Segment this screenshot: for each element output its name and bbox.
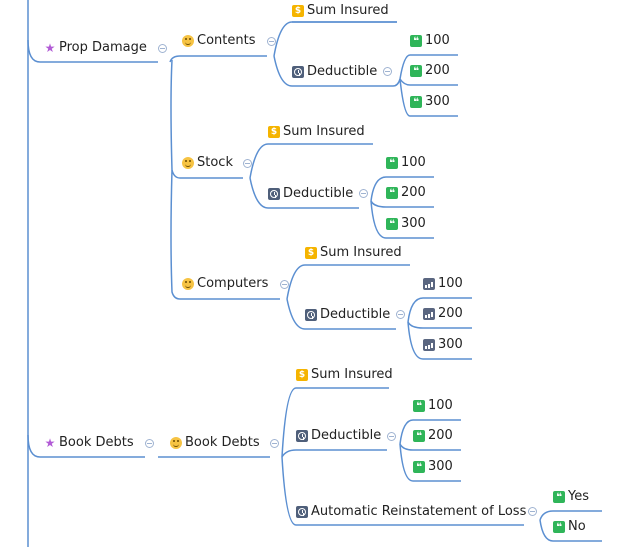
node-book-debts-200[interactable]: ❝ 200 xyxy=(413,428,453,444)
collapse-toggle[interactable] xyxy=(396,310,405,319)
node-computers-100[interactable]: 100 xyxy=(423,276,463,292)
quote-icon: ❝ xyxy=(386,218,398,230)
smiley-icon xyxy=(182,157,194,169)
collapse-toggle[interactable] xyxy=(267,37,276,46)
quote-icon: ❝ xyxy=(410,65,422,77)
node-contents-deductible[interactable]: Deductible xyxy=(292,64,377,80)
node-book-debts-root[interactable]: ★ Book Debts xyxy=(44,435,134,450)
clock-icon xyxy=(296,506,308,518)
node-book-debts-deductible[interactable]: Deductible xyxy=(296,428,381,444)
quote-icon: ❝ xyxy=(410,96,422,108)
clock-icon xyxy=(292,66,304,78)
collapse-toggle[interactable] xyxy=(359,189,368,198)
node-stock-sum-insured[interactable]: $ Sum Insured xyxy=(268,124,365,140)
quote-icon: ❝ xyxy=(553,521,565,533)
node-computers-200[interactable]: 200 xyxy=(423,306,463,322)
node-book-debts[interactable]: Book Debts xyxy=(170,435,260,451)
node-computers-sum-insured[interactable]: $ Sum Insured xyxy=(305,245,402,261)
smiley-icon xyxy=(170,437,182,449)
clock-icon xyxy=(296,430,308,442)
quote-icon: ❝ xyxy=(413,461,425,473)
node-prop-damage[interactable]: ★ Prop Damage xyxy=(44,40,147,55)
node-book-debts-300[interactable]: ❝ 300 xyxy=(413,459,453,475)
node-reinstatement-no[interactable]: ❝ No xyxy=(553,519,586,535)
node-stock-100[interactable]: ❝ 100 xyxy=(386,155,426,171)
quote-icon: ❝ xyxy=(553,491,565,503)
star-icon: ★ xyxy=(44,41,56,55)
collapse-toggle[interactable] xyxy=(528,507,537,516)
node-stock-200[interactable]: ❝ 200 xyxy=(386,185,426,201)
node-automatic-reinstatement[interactable]: Automatic Reinstatement of Loss xyxy=(296,504,526,520)
node-computers-deductible[interactable]: Deductible xyxy=(305,307,390,323)
node-computers[interactable]: Computers xyxy=(182,276,268,292)
star-icon: ★ xyxy=(44,436,56,450)
smiley-icon xyxy=(182,278,194,290)
node-contents-200[interactable]: ❝ 200 xyxy=(410,63,450,79)
dollar-icon: $ xyxy=(296,369,308,381)
bar-chart-icon xyxy=(423,339,435,351)
smiley-icon xyxy=(182,35,194,47)
node-stock-300[interactable]: ❝ 300 xyxy=(386,216,426,232)
node-contents-100[interactable]: ❝ 100 xyxy=(410,33,450,49)
collapse-toggle[interactable] xyxy=(145,439,154,448)
collapse-toggle[interactable] xyxy=(383,67,392,76)
node-contents-300[interactable]: ❝ 300 xyxy=(410,94,450,110)
node-book-debts-100[interactable]: ❝ 100 xyxy=(413,398,453,414)
quote-icon: ❝ xyxy=(386,157,398,169)
quote-icon: ❝ xyxy=(386,187,398,199)
node-computers-300[interactable]: 300 xyxy=(423,337,463,353)
collapse-toggle[interactable] xyxy=(387,432,396,441)
dollar-icon: $ xyxy=(268,126,280,138)
quote-icon: ❝ xyxy=(413,400,425,412)
node-stock-deductible[interactable]: Deductible xyxy=(268,186,353,202)
dollar-icon: $ xyxy=(305,247,317,259)
quote-icon: ❝ xyxy=(413,430,425,442)
collapse-toggle[interactable] xyxy=(243,159,252,168)
quote-icon: ❝ xyxy=(410,35,422,47)
node-reinstatement-yes[interactable]: ❝ Yes xyxy=(553,489,589,505)
node-contents-sum-insured[interactable]: $ Sum Insured xyxy=(292,3,389,19)
node-contents[interactable]: Contents xyxy=(182,33,255,49)
dollar-icon: $ xyxy=(292,5,304,17)
collapse-toggle[interactable] xyxy=(158,44,167,53)
collapse-toggle[interactable] xyxy=(280,280,289,289)
node-stock[interactable]: Stock xyxy=(182,155,233,171)
bar-chart-icon xyxy=(423,308,435,320)
clock-icon xyxy=(305,309,317,321)
node-book-debts-sum-insured[interactable]: $ Sum Insured xyxy=(296,367,393,383)
collapse-toggle[interactable] xyxy=(270,439,279,448)
bar-chart-icon xyxy=(423,278,435,290)
clock-icon xyxy=(268,188,280,200)
